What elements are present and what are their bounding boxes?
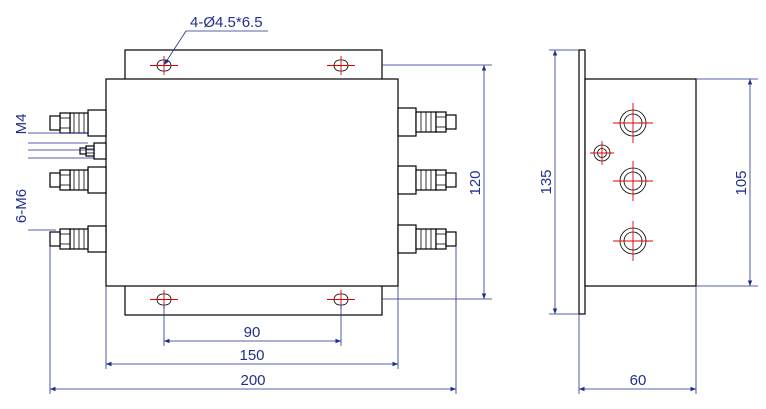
- width-total-label: 200: [240, 372, 265, 389]
- side-plate: [578, 49, 586, 315]
- height-body-dimension: 120: [382, 64, 492, 300]
- side-view: [578, 49, 697, 315]
- m6-label: 6-M6: [13, 189, 30, 223]
- side-body: [584, 78, 697, 287]
- terminal-right-1: [397, 107, 457, 137]
- height-side-label: 105: [733, 170, 750, 195]
- mount-pitch-label: 90: [244, 324, 261, 341]
- hole-callout: 4-Ø4.5*6.5: [163, 14, 268, 66]
- width-total-dimension: 200: [49, 246, 457, 394]
- terminals-right: [397, 107, 457, 254]
- ground-stud: [79, 142, 107, 160]
- hole-top-right: [327, 56, 355, 75]
- terminal-left-2: [49, 166, 107, 194]
- height-total-label: 135: [538, 169, 555, 194]
- width-body-dimension: 150: [105, 286, 399, 369]
- front-view-dimensions: 4-Ø4.5*6.5 M4 6-M6 120 90: [13, 14, 492, 394]
- mount-pitch-dimension: 90: [163, 305, 342, 346]
- hole-callout-label: 4-Ø4.5*6.5: [190, 14, 263, 31]
- filter-body: [105, 78, 399, 287]
- mounting-plate-top: [124, 49, 383, 81]
- terminal-left-1: [49, 109, 107, 137]
- side-terminal-3: [613, 221, 653, 261]
- side-ground-stud: [590, 141, 614, 165]
- front-view: [49, 49, 457, 316]
- side-terminal-1: [613, 103, 653, 143]
- m4-dimension: M4: [13, 114, 95, 159]
- terminal-right-3: [397, 224, 457, 254]
- height-body-label: 120: [467, 170, 484, 195]
- height-side-dimension: 105: [696, 78, 758, 287]
- side-view-dimensions: 135 105 60: [538, 49, 758, 394]
- width-body-label: 150: [239, 347, 264, 364]
- terminals-left: [49, 109, 107, 253]
- m6-dimension: 6-M6: [13, 189, 56, 231]
- depth-dimension: 60: [578, 286, 697, 394]
- mounting-plate-bottom: [124, 284, 383, 316]
- side-terminal-2: [613, 161, 653, 201]
- terminal-left-3: [49, 225, 107, 253]
- height-total-dimension: 135: [538, 49, 579, 315]
- m4-label: M4: [13, 114, 30, 135]
- depth-label: 60: [630, 372, 647, 389]
- terminal-right-2: [397, 165, 457, 195]
